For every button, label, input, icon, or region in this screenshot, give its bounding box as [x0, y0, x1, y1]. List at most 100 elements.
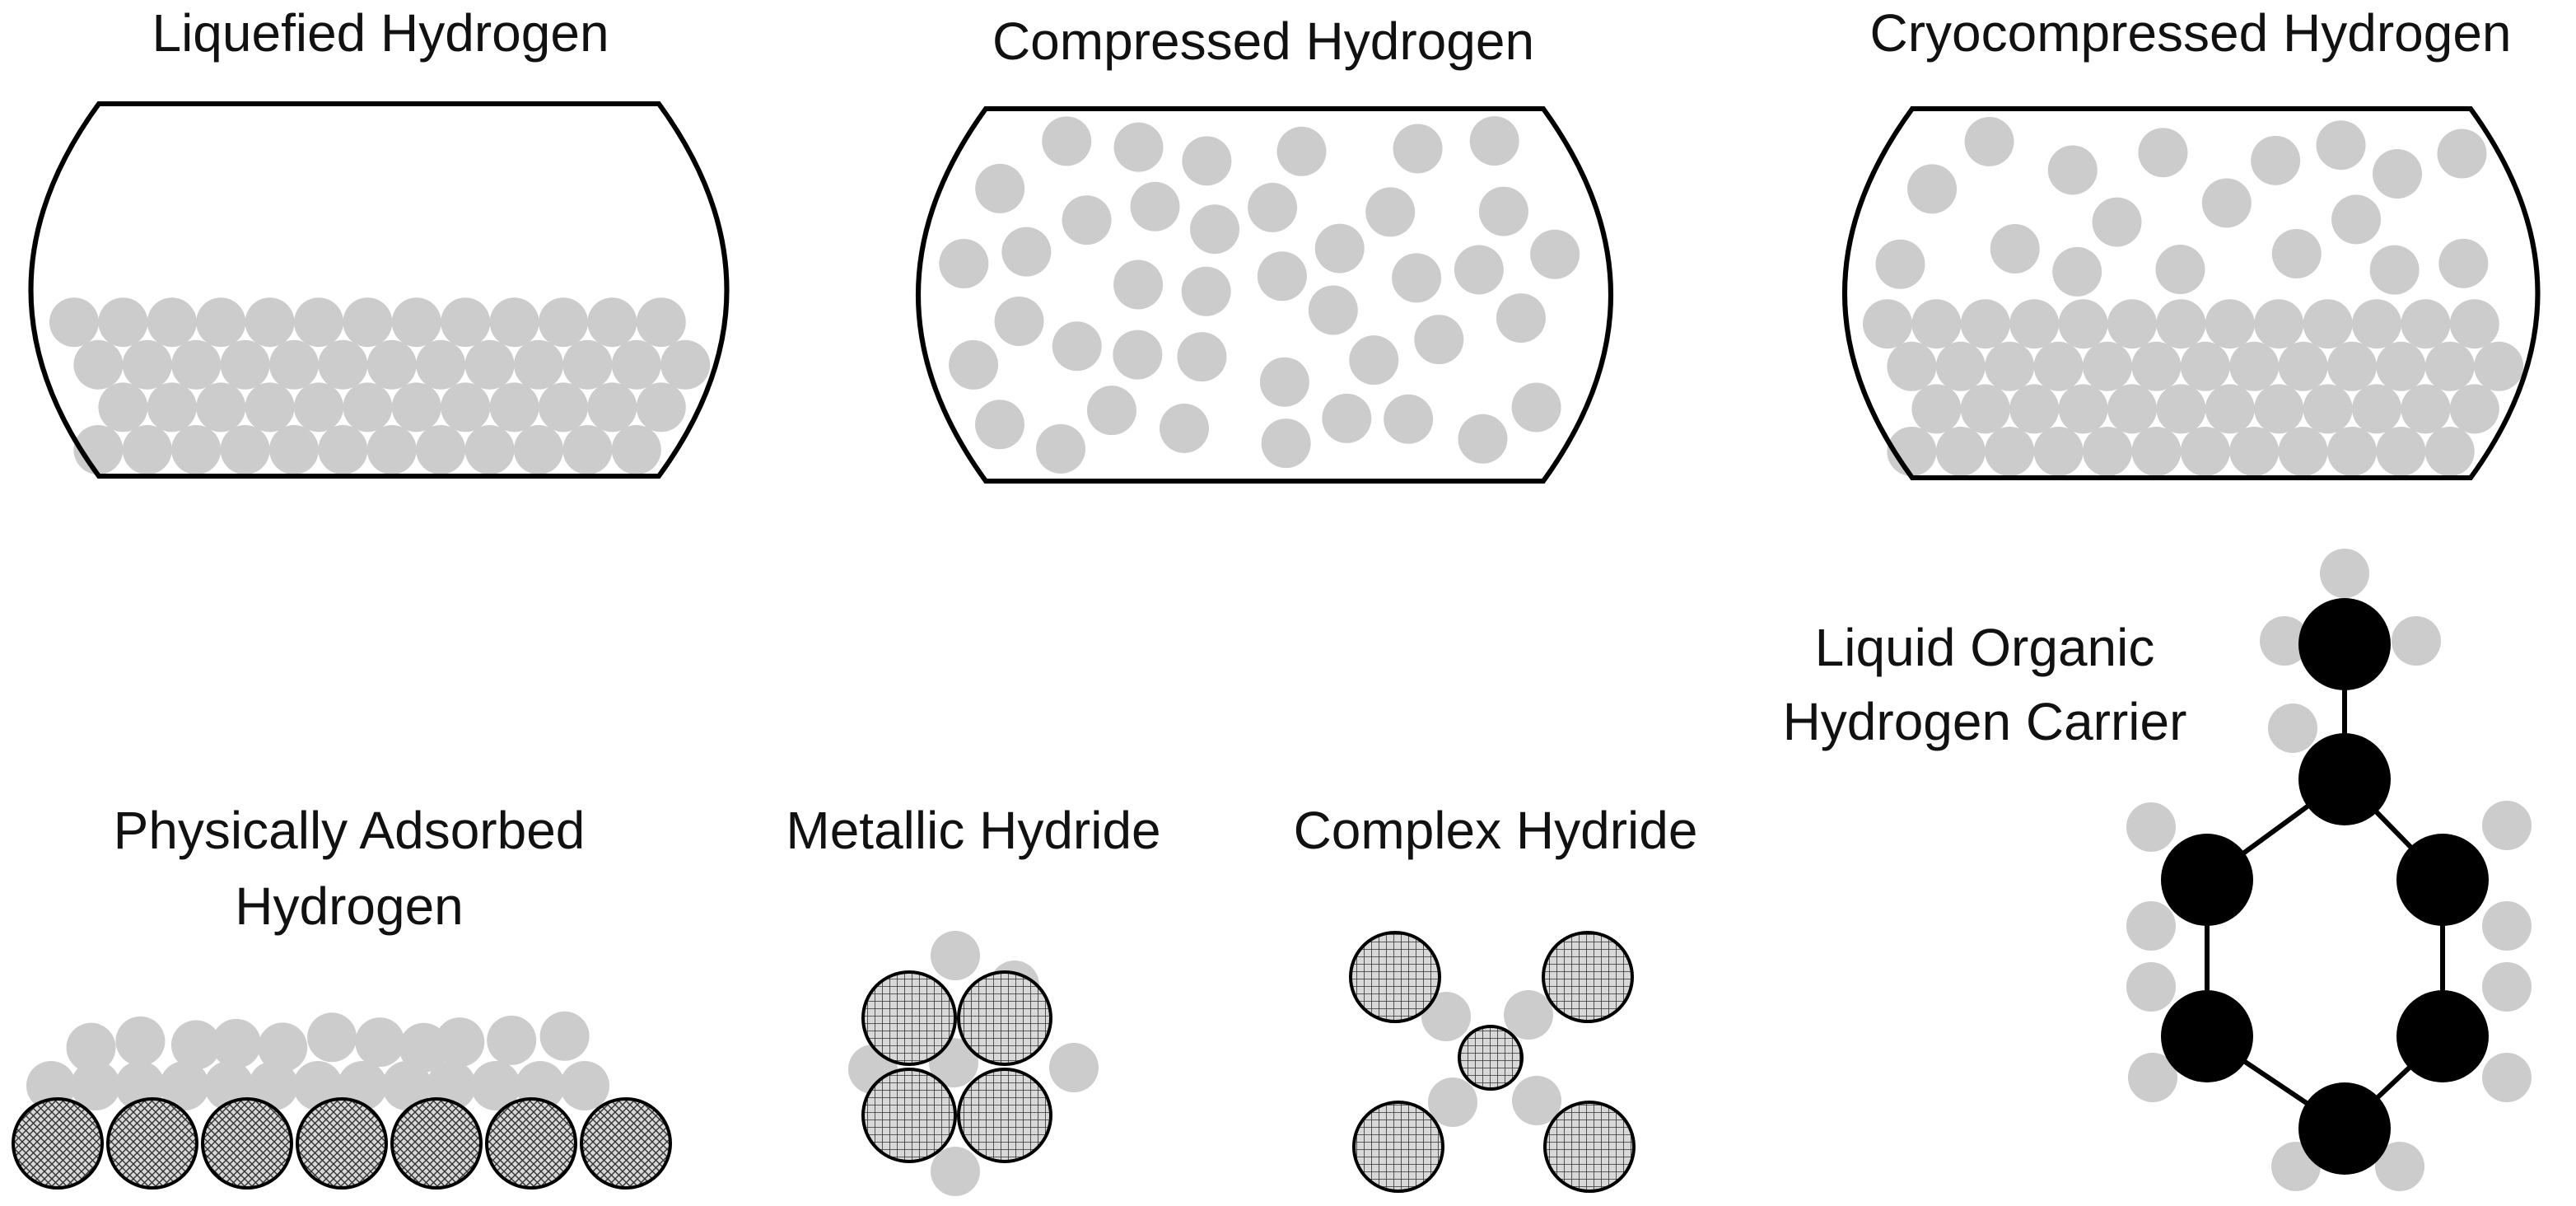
hydrogen-atom — [2278, 341, 2328, 391]
hydrogen-atom — [2254, 299, 2304, 349]
liquefied-title: Liquefied Hydrogen — [152, 3, 609, 63]
substrate-atom — [580, 1097, 672, 1190]
metal-atom — [861, 1068, 957, 1163]
hydrogen-atom — [2155, 245, 2205, 295]
hydrogen-atom — [1875, 239, 1925, 289]
hydrogen-atom — [98, 382, 148, 432]
hydrogen-atom — [1469, 116, 1519, 166]
hydrogen-atom — [2138, 128, 2188, 178]
hydrogen-atom — [435, 1017, 485, 1068]
metal-atom — [861, 970, 957, 1066]
hydrogen-atom — [147, 382, 197, 432]
hydrogen-atom — [2449, 299, 2499, 349]
hydrogen-atom — [587, 382, 637, 432]
hydrogen-atom — [2320, 549, 2369, 598]
metallic-panel: Metallic Hydride — [786, 801, 1161, 1196]
hydrogen-atom — [2482, 1053, 2532, 1102]
hydrogen-atom — [220, 339, 270, 390]
hydrogen-atom — [2009, 384, 2060, 434]
hydrogen-atom — [931, 931, 980, 980]
hydrogen-atom — [416, 339, 466, 390]
liquefied-panel: Liquefied Hydrogen — [28, 3, 730, 479]
hydrogen-atom — [2376, 341, 2426, 391]
hydrogen-atom — [1478, 186, 1528, 236]
hydrogen-atom — [1454, 245, 1504, 295]
hydrogen-atom — [487, 1015, 537, 1065]
hydrogen-atom — [560, 1061, 609, 1110]
hydrogen-atom — [2474, 341, 2524, 391]
hydrogen-atom — [1990, 224, 2040, 274]
hydrogen-atom — [539, 297, 588, 348]
hydrogen-atom — [2107, 384, 2157, 434]
carbon-atom — [2161, 834, 2253, 926]
lohc-title-line2: Hydrogen Carrier — [1783, 692, 2187, 751]
hydrogen-atom — [1113, 330, 1163, 380]
hydrogen-atom — [539, 382, 588, 432]
hydrogen-atom — [1257, 251, 1307, 302]
hydrogen-atom — [2251, 135, 2301, 185]
hydrogen-atom — [2401, 299, 2451, 349]
hydrogen-atom — [2180, 427, 2230, 476]
substrate-atom — [296, 1097, 388, 1190]
hydrogen-atom — [2278, 427, 2328, 476]
metal-atom — [957, 1068, 1052, 1163]
hydrogen-atom — [293, 1061, 343, 1110]
hydrogen-atom — [171, 339, 222, 390]
hydrogen-atom — [636, 297, 686, 348]
hydrogen-atom — [1261, 418, 1311, 469]
metal-atom — [1542, 931, 1634, 1023]
hydrogen-atom — [1985, 341, 2035, 391]
complex-cluster — [1349, 931, 1636, 1193]
hydrogen-atom — [2131, 427, 2182, 476]
hydrogen-atom — [391, 297, 441, 348]
hydrogen-atom — [2052, 246, 2102, 297]
hydrogen-atom — [994, 296, 1044, 346]
hydrogen-atom — [416, 425, 466, 474]
metal-atom — [1352, 1101, 1444, 1193]
hydrogen-atom — [269, 339, 319, 390]
hydrogen-atom — [2229, 427, 2280, 476]
hydrogen-atom — [1276, 126, 1327, 176]
hydrogen-atom — [73, 425, 124, 474]
hydrogen-atom — [1308, 285, 1358, 335]
hydrogen-atom — [1935, 427, 1986, 476]
hydrogen-atom — [636, 382, 686, 432]
hydrogen-atom — [489, 297, 539, 348]
hydrogen-atom — [1052, 321, 1102, 372]
hydrogen-atom — [2303, 384, 2353, 434]
hydrogen-atom — [160, 1061, 209, 1110]
hydrogen-atom — [1960, 384, 2010, 434]
physisorbed-panel: Physically Adsorbed Hydrogen — [12, 801, 672, 1190]
hydrogen-atom — [539, 1011, 590, 1061]
hydrogen-atom — [931, 1147, 980, 1196]
hydrogen-atom — [2303, 299, 2353, 349]
hydrogen-atom — [2352, 384, 2401, 434]
hydrogen-atom — [441, 382, 491, 432]
hydrogen-atom — [343, 382, 393, 432]
hydrogen-atom — [464, 339, 515, 390]
physisorbed-atoms — [26, 1011, 609, 1110]
hydrogen-atom — [366, 425, 417, 474]
hydrogen-atom — [1911, 299, 1962, 349]
hydrogen-atom — [1863, 299, 1912, 349]
hydrogen-atom — [366, 339, 417, 390]
hydrogen-atom — [343, 297, 393, 348]
hydrogen-atom — [2375, 1142, 2424, 1191]
hydrogen-atom — [122, 339, 172, 390]
hydrogen-atom — [611, 339, 661, 390]
hydrogen-atom — [2205, 384, 2255, 434]
hydrogen-atom — [1113, 122, 1164, 172]
hydrogen-atom — [949, 339, 999, 390]
hydrogen-atom — [471, 1061, 520, 1110]
hydrogen-atom — [587, 297, 637, 348]
hydrogen-atom — [294, 297, 343, 348]
compressed-tank — [916, 106, 1613, 484]
cryocompressed-atoms — [1863, 116, 2524, 476]
hydrogen-atom — [269, 425, 319, 474]
physisorbed-substrate — [12, 1097, 672, 1190]
carbon-atom — [2161, 990, 2253, 1082]
hydrogen-atom — [1036, 423, 1086, 474]
hydrogen-atom — [1322, 393, 1372, 443]
hydrogen-atom — [245, 297, 295, 348]
hydrogen-atom — [1907, 164, 1958, 214]
